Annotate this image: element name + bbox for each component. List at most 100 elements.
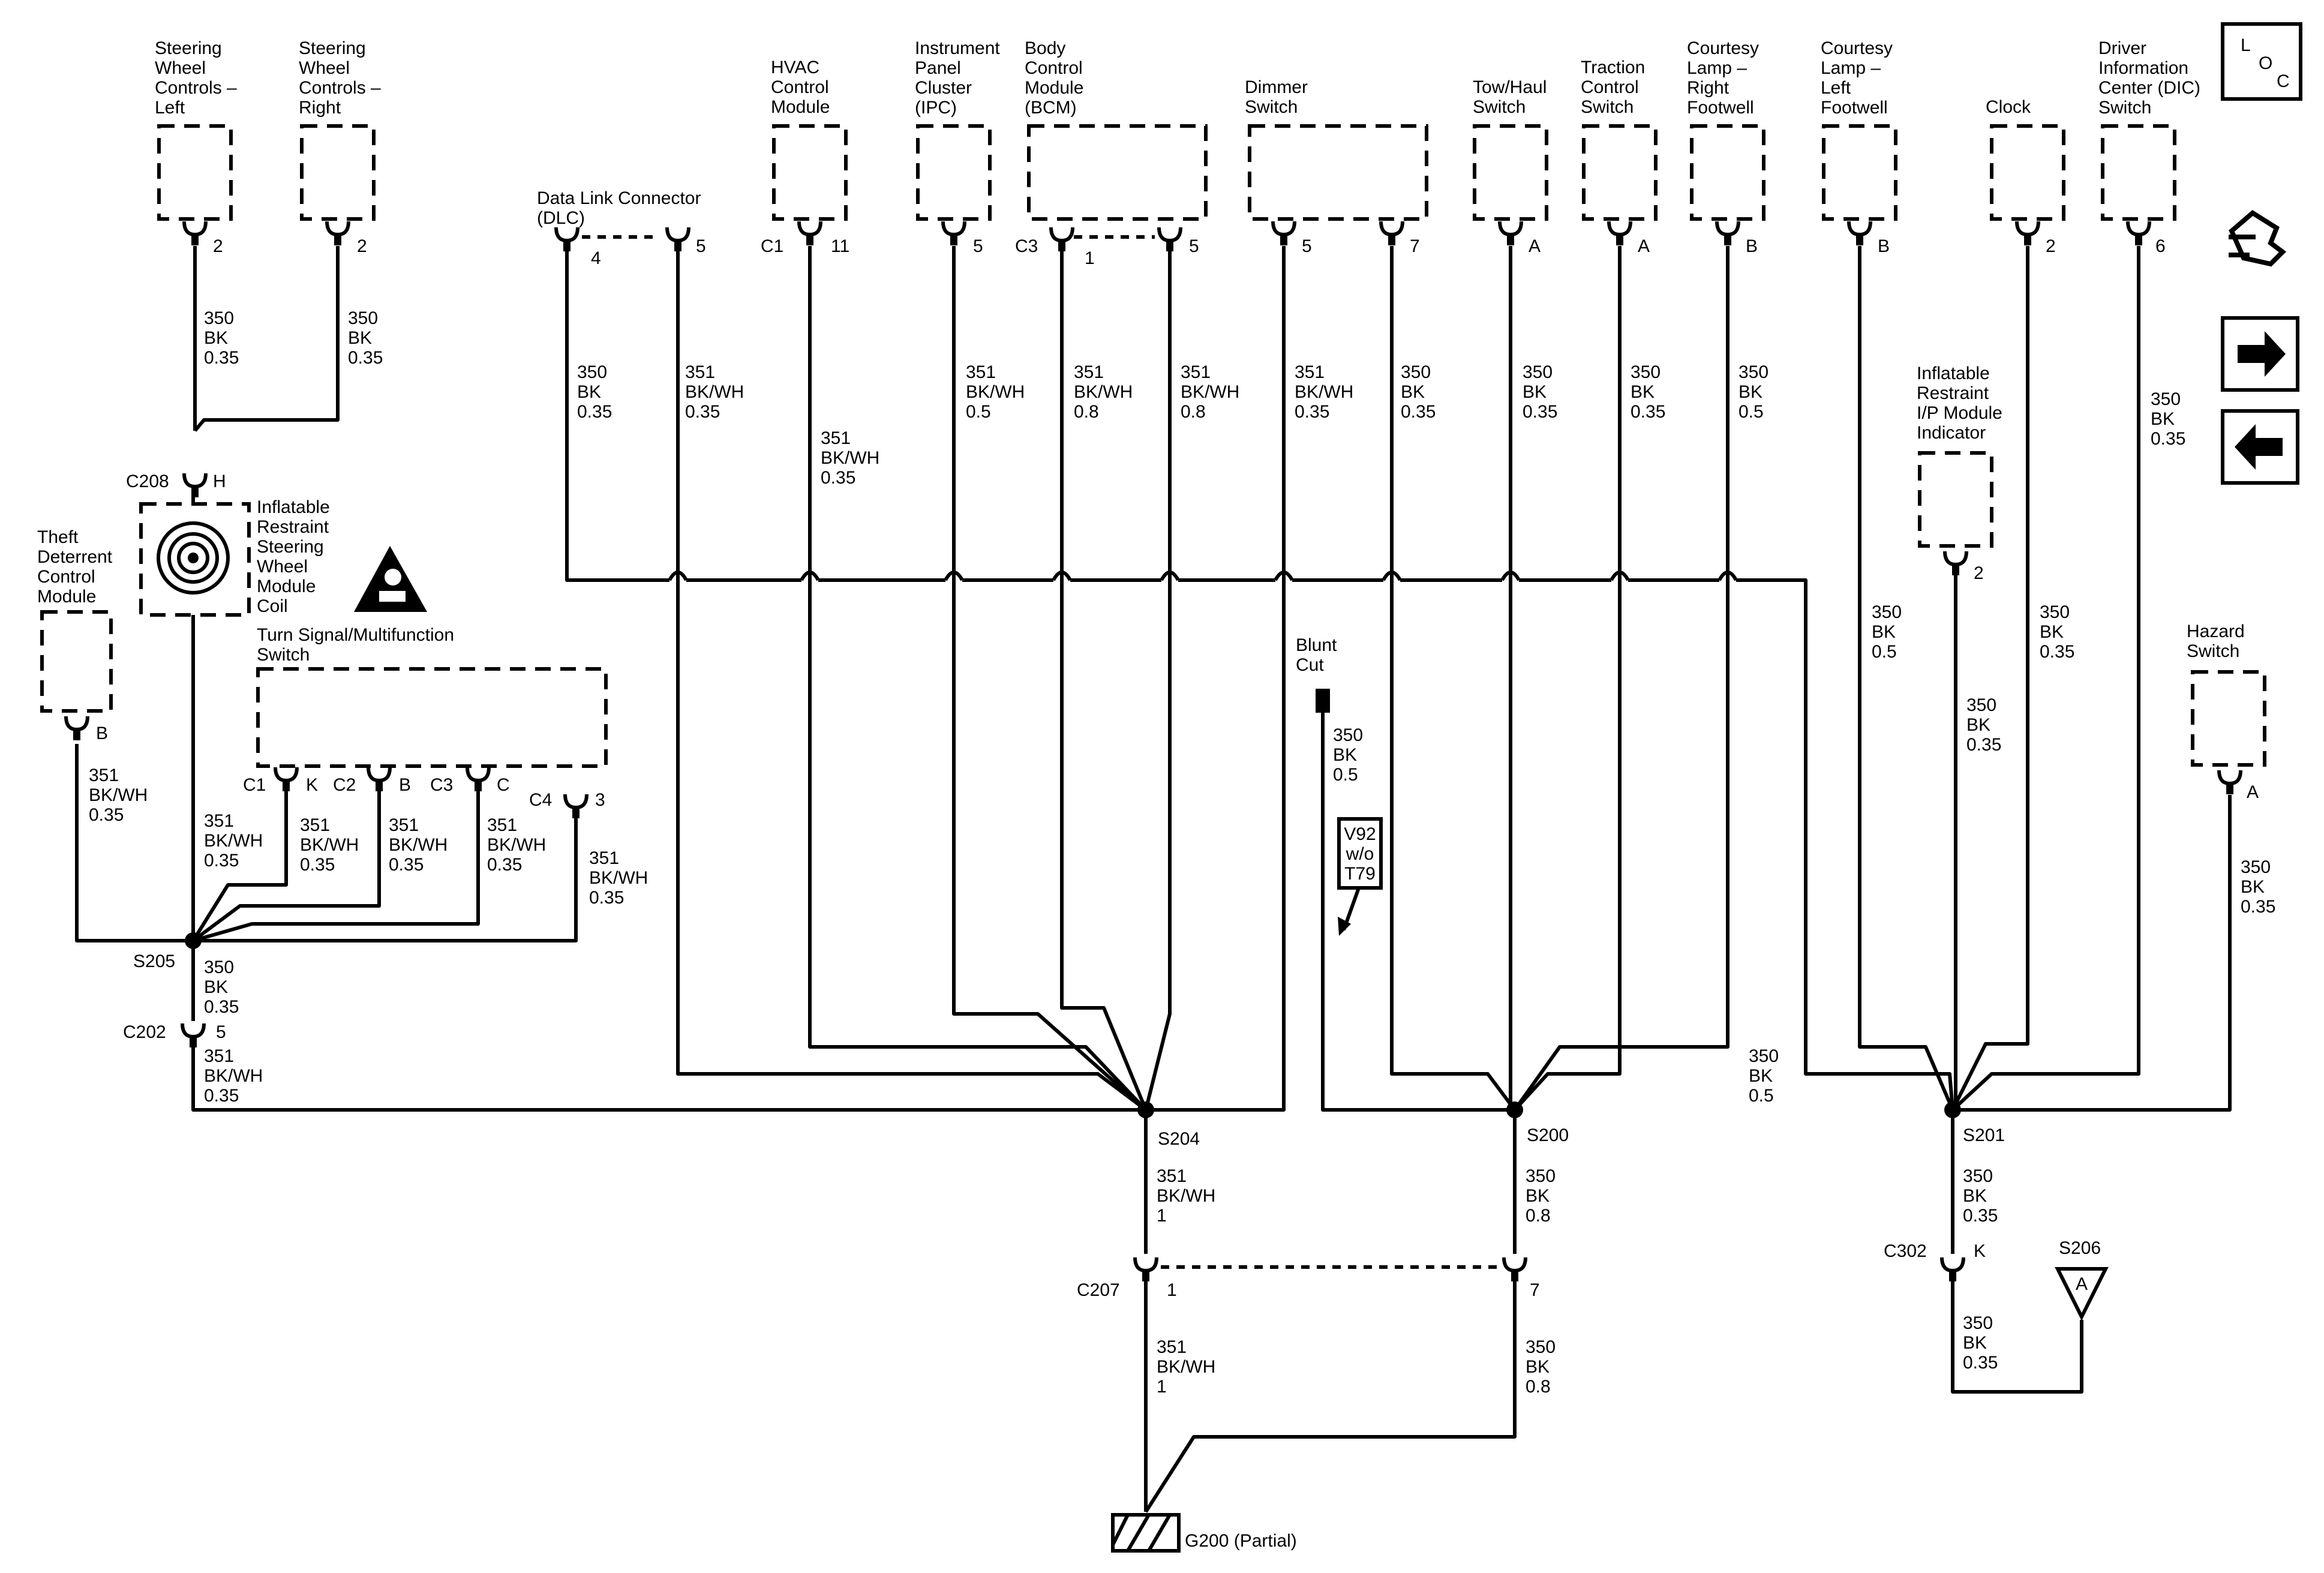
ground-symbol (1111, 1513, 1181, 1553)
arrow-right-icon[interactable] (2221, 316, 2299, 392)
label-ts-c1: C1 (243, 775, 266, 795)
terminal-pin (1058, 239, 1065, 251)
terminal-pin (1724, 233, 1731, 245)
splice-s200 (1506, 1101, 1523, 1118)
pin-dlc-5: 5 (696, 236, 706, 256)
splice-s204 (1137, 1101, 1154, 1118)
connector-terminal (1502, 1257, 1527, 1273)
label-c302: C302 (1884, 1241, 1927, 1261)
pin-c207-1: 1 (1167, 1280, 1177, 1300)
label-bcm-c3: C3 (1015, 236, 1038, 256)
loc-icon-o: O (2259, 53, 2272, 73)
pin-c202: 5 (216, 1022, 226, 1042)
hvac-box (772, 124, 848, 221)
pin-c208: H (213, 472, 226, 491)
connector-tool-icon[interactable] (2229, 210, 2287, 267)
pin-steering-left: 2 (213, 236, 223, 256)
pin-ts-c4: 3 (595, 790, 605, 810)
connector-terminal (1049, 227, 1074, 243)
loc-icon[interactable]: L O C (2221, 22, 2302, 101)
pin-bcm-5: 5 (1189, 236, 1199, 256)
terminal-pin (2226, 782, 2233, 794)
option-tag (1337, 817, 1383, 936)
terminal-pin (1856, 233, 1863, 245)
terminal-pin (1952, 563, 1959, 575)
connector-terminal (1498, 221, 1523, 237)
terminal-pin (1616, 233, 1623, 245)
theft-box (40, 610, 113, 713)
connector-terminal (182, 221, 208, 237)
terminal-pin (73, 728, 80, 740)
connector-terminal (1943, 551, 1968, 567)
connector-terminal (563, 794, 588, 810)
label-dlc: Data Link Connector(DLC) (537, 188, 701, 228)
pin-tow-haul: A (1529, 236, 1541, 256)
terminal-pin (1511, 1269, 1518, 1281)
steering-left-box (157, 124, 233, 221)
ipc-box (916, 124, 992, 221)
connector-terminal (797, 221, 822, 237)
arrow-left-icon[interactable] (2221, 409, 2299, 485)
label-s205: S205 (133, 951, 175, 971)
label-c202: C202 (123, 1022, 166, 1042)
splice-s201 (1944, 1101, 1961, 1118)
connector-terminal (1715, 221, 1740, 237)
steering-right-box (300, 124, 376, 221)
connector-terminal (274, 767, 299, 783)
ir-indicator-box (1918, 451, 1993, 548)
label-s206: S206 (2059, 1238, 2101, 1258)
pin-c207-7: 7 (1530, 1280, 1540, 1300)
terminal-pin (950, 233, 957, 245)
label-c207: C207 (1077, 1280, 1120, 1300)
terminal-pin (190, 1035, 197, 1047)
tow-haul-box (1473, 124, 1548, 221)
terminal-pin (1949, 1269, 1956, 1281)
label-ts-c2: C2 (333, 775, 356, 795)
connector-terminal (182, 473, 208, 489)
label-c208: C208 (126, 472, 169, 491)
terminal-pin (191, 233, 199, 245)
connector-terminal (1157, 227, 1182, 243)
pin-theft: B (96, 724, 108, 743)
terminal-pin (191, 485, 199, 497)
connector-terminal (2217, 770, 2242, 786)
label-ground: G200 (Partial) (1185, 1531, 1297, 1551)
terminal-pin (1507, 233, 1514, 245)
connector-terminal (367, 767, 392, 783)
turn-signal-box (256, 667, 608, 768)
terminal-pin (572, 806, 580, 818)
connector-terminal (64, 716, 89, 732)
connector-terminal (1271, 221, 1296, 237)
label-s204: S204 (1158, 1129, 1200, 1149)
connector-terminal (665, 227, 690, 243)
label-s200: S200 (1527, 1125, 1569, 1145)
connector-terminals (64, 221, 2242, 1281)
